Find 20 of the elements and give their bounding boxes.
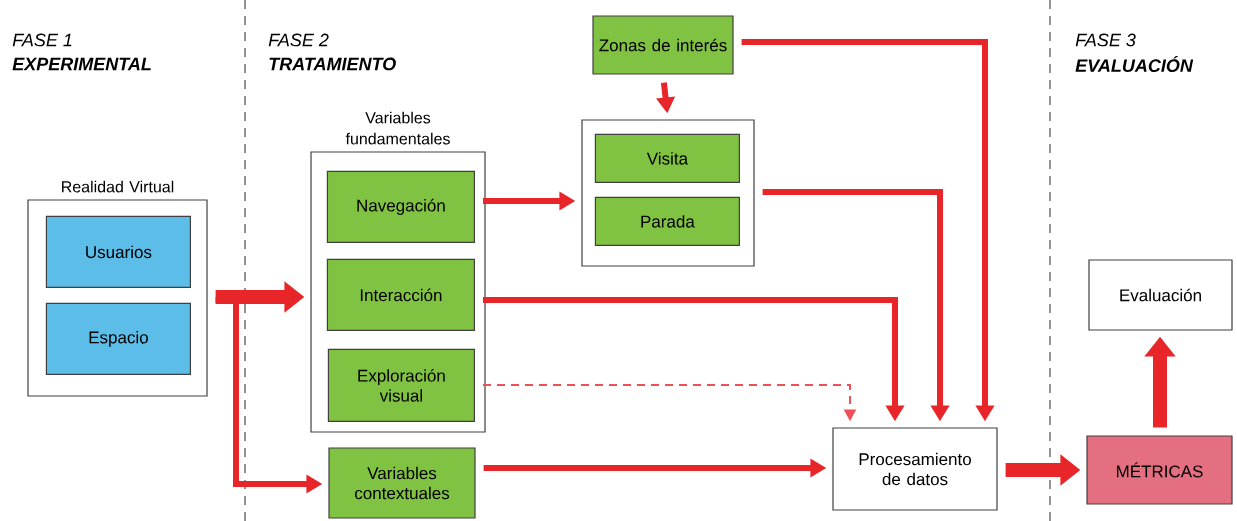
process-box: Navegación: [326, 170, 475, 243]
phase-label: EVALUACIÓN: [1075, 55, 1194, 73]
phase-label: FASE 2: [268, 33, 329, 47]
group-heading: Variables fundamentales: [345, 111, 450, 145]
process-box: Usuarios: [45, 215, 191, 288]
group-heading: Realidad Virtual: [62, 180, 174, 193]
phase-label: FASE 3: [1075, 33, 1136, 47]
process-box: Parada: [594, 196, 740, 246]
process-box: Exploración visual: [327, 348, 475, 422]
phase-label: FASE 1: [12, 33, 72, 47]
process-box: Evaluación: [1088, 259, 1233, 331]
process-box: Espacio: [45, 302, 191, 375]
phase-label: EXPERIMENTAL: [12, 57, 151, 71]
phase-label: TRATAMIENTO: [269, 57, 396, 71]
process-box: Variables contextuales: [328, 447, 476, 519]
process-box: MÉTRICAS: [1086, 435, 1233, 505]
process-box: Visita: [594, 133, 740, 183]
process-box: Procesamiento de datos: [832, 427, 998, 511]
process-box: Interacción: [326, 258, 475, 331]
process-box: Zonas de interés: [592, 15, 734, 75]
